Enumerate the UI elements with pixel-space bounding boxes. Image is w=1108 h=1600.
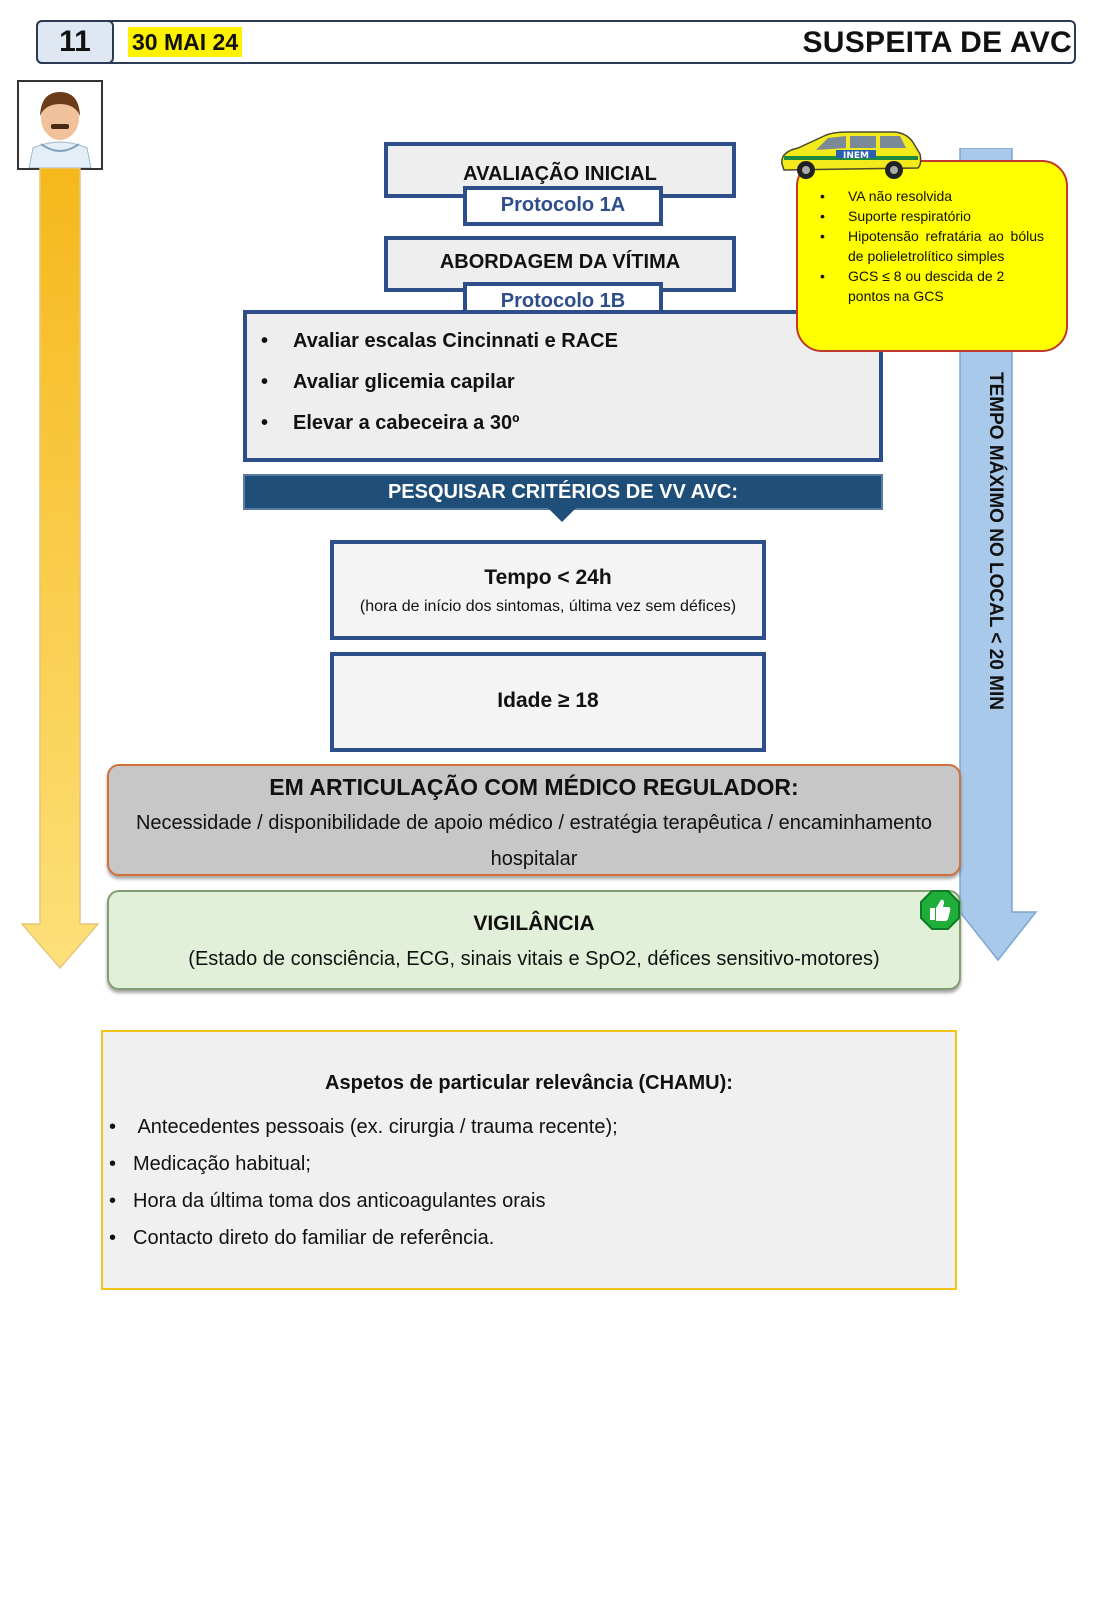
banner-arrow-icon bbox=[548, 508, 576, 522]
medico-regulador-box: EM ARTICULAÇÃO COM MÉDICO REGULADOR: Nec… bbox=[107, 764, 961, 876]
checklist-item: •Elevar a cabeceira a 30º bbox=[261, 412, 520, 434]
chamu-aspect-item: •Contacto direto do familiar de referênc… bbox=[109, 1227, 495, 1249]
criteria-banner: PESQUISAR CRITÉRIOS DE VV AVC: bbox=[243, 474, 883, 510]
tempo-criterion-box: Tempo < 24h (hora de início dos sintomas… bbox=[330, 540, 766, 640]
assessment-checklist: •Avaliar escalas Cincinnati e RACE •Aval… bbox=[243, 310, 883, 462]
chamu-aspect-item: • Antecedentes pessoais (ex. cirurgia / … bbox=[109, 1116, 618, 1138]
escalation-item: •Hipotensão refratária ao bólus de polie… bbox=[820, 228, 1044, 264]
escalation-item: •VA não resolvida bbox=[820, 188, 953, 204]
protocol-1a-tag: Protocolo 1A bbox=[463, 186, 663, 226]
checklist-item: •Avaliar escalas Cincinnati e RACE bbox=[261, 330, 618, 352]
ambulance-car-icon: INEM bbox=[776, 128, 924, 184]
thumbs-up-icon bbox=[920, 890, 960, 930]
doctor-avatar bbox=[17, 80, 103, 170]
escalation-item: •GCS ≤ 8 ou descida de 2 pontos na GCS bbox=[820, 268, 1005, 304]
tempo-criterion-title: Tempo < 24h bbox=[484, 566, 612, 589]
max-time-text: TEMPO MÁXIMO NO LOCAL < 20 MIN bbox=[985, 372, 1006, 710]
vigilancia-box: VIGILÂNCIA (Estado de consciência, ECG, … bbox=[107, 890, 961, 990]
escalation-criteria-callout: •VA não resolvida •Suporte respiratório … bbox=[796, 160, 1068, 352]
medico-regulador-text: Necessidade / disponibilidade de apoio m… bbox=[135, 812, 933, 870]
chamu-aspect-item: •Hora da última toma dos anticoagulantes… bbox=[109, 1190, 546, 1212]
vigilancia-title: VIGILÂNCIA bbox=[473, 912, 595, 935]
checklist-item: •Avaliar glicemia capilar bbox=[261, 371, 515, 393]
vehicle-label: INEM bbox=[843, 151, 869, 161]
protocol-date: 30 MAI 24 bbox=[128, 27, 243, 57]
escalation-item: •Suporte respiratório bbox=[820, 208, 971, 224]
page-title: SUSPEITA DE AVC bbox=[802, 26, 1072, 59]
tempo-criterion-note: (hora de início dos sintomas, última vez… bbox=[359, 598, 737, 615]
vigilancia-text: (Estado de consciência, ECG, sinais vita… bbox=[188, 948, 880, 970]
chamu-aspect-item: •Medicação habitual; bbox=[109, 1153, 311, 1175]
idade-criterion-box: Idade ≥ 18 bbox=[330, 652, 766, 752]
max-time-label: TEMPO MÁXIMO NO LOCAL < 20 MIN bbox=[975, 372, 1015, 752]
medico-regulador-title: EM ARTICULAÇÃO COM MÉDICO REGULADOR: bbox=[269, 774, 799, 800]
protocol-number: 11 bbox=[36, 20, 114, 64]
left-progress-arrow bbox=[20, 167, 100, 988]
chamu-aspects-box: Aspetos de particular relevância (CHAMU)… bbox=[101, 1030, 957, 1290]
chamu-aspects-title: Aspetos de particular relevância (CHAMU)… bbox=[325, 1072, 733, 1094]
